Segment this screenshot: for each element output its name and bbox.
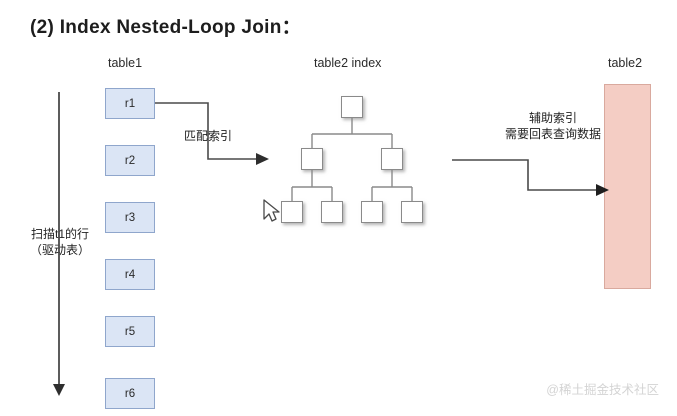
row-label: r6: [124, 387, 136, 400]
table1-row-r5: r5: [105, 316, 155, 347]
index-tree-root-node: [341, 96, 363, 118]
scan-annotation-line2: （驱动表）: [29, 243, 90, 257]
table1-row-r3: r3: [105, 202, 155, 233]
lookup-connector: [452, 159, 609, 196]
index-tree-leaf-node-3: [361, 201, 383, 223]
table1-row-r2: r2: [105, 145, 155, 176]
table1-row-r4: r4: [105, 259, 155, 290]
row-label: r4: [124, 268, 136, 281]
index-tree-internal-node-left: [301, 148, 323, 170]
secondary-index-line1: 辅助索引: [528, 111, 577, 125]
secondary-index-line2: 需要回表查询数据: [504, 127, 601, 141]
watermark: @稀土掘金技术社区: [546, 383, 659, 397]
row-label: r1: [124, 97, 136, 110]
scan-annotation-line1: 扫描t1的行: [30, 227, 89, 241]
table1-row-r1: r1: [105, 88, 155, 119]
label-table1: table1: [108, 56, 143, 70]
index-tree-leaf-node-1: [281, 201, 303, 223]
index-tree-leaf-node-2: [321, 201, 343, 223]
index-tree-leaf-node-4: [401, 201, 423, 223]
scan-annotation: 扫描t1的行 （驱动表）: [16, 226, 104, 258]
match-index-annotation: 匹配索引: [183, 129, 232, 143]
label-table2: table2: [608, 56, 643, 70]
index-tree-internal-node-right: [381, 148, 403, 170]
row-label: r2: [124, 154, 136, 167]
label-table2-index: table2 index: [314, 56, 382, 70]
row-label: r5: [124, 325, 136, 338]
mouse-cursor-icon: [263, 199, 280, 222]
table1-row-r6: r6: [105, 378, 155, 409]
secondary-index-annotation: 辅助索引 需要回表查询数据: [490, 110, 616, 142]
page-title: (2) Index Nested-Loop Join：: [30, 17, 301, 38]
row-label: r3: [124, 211, 136, 224]
